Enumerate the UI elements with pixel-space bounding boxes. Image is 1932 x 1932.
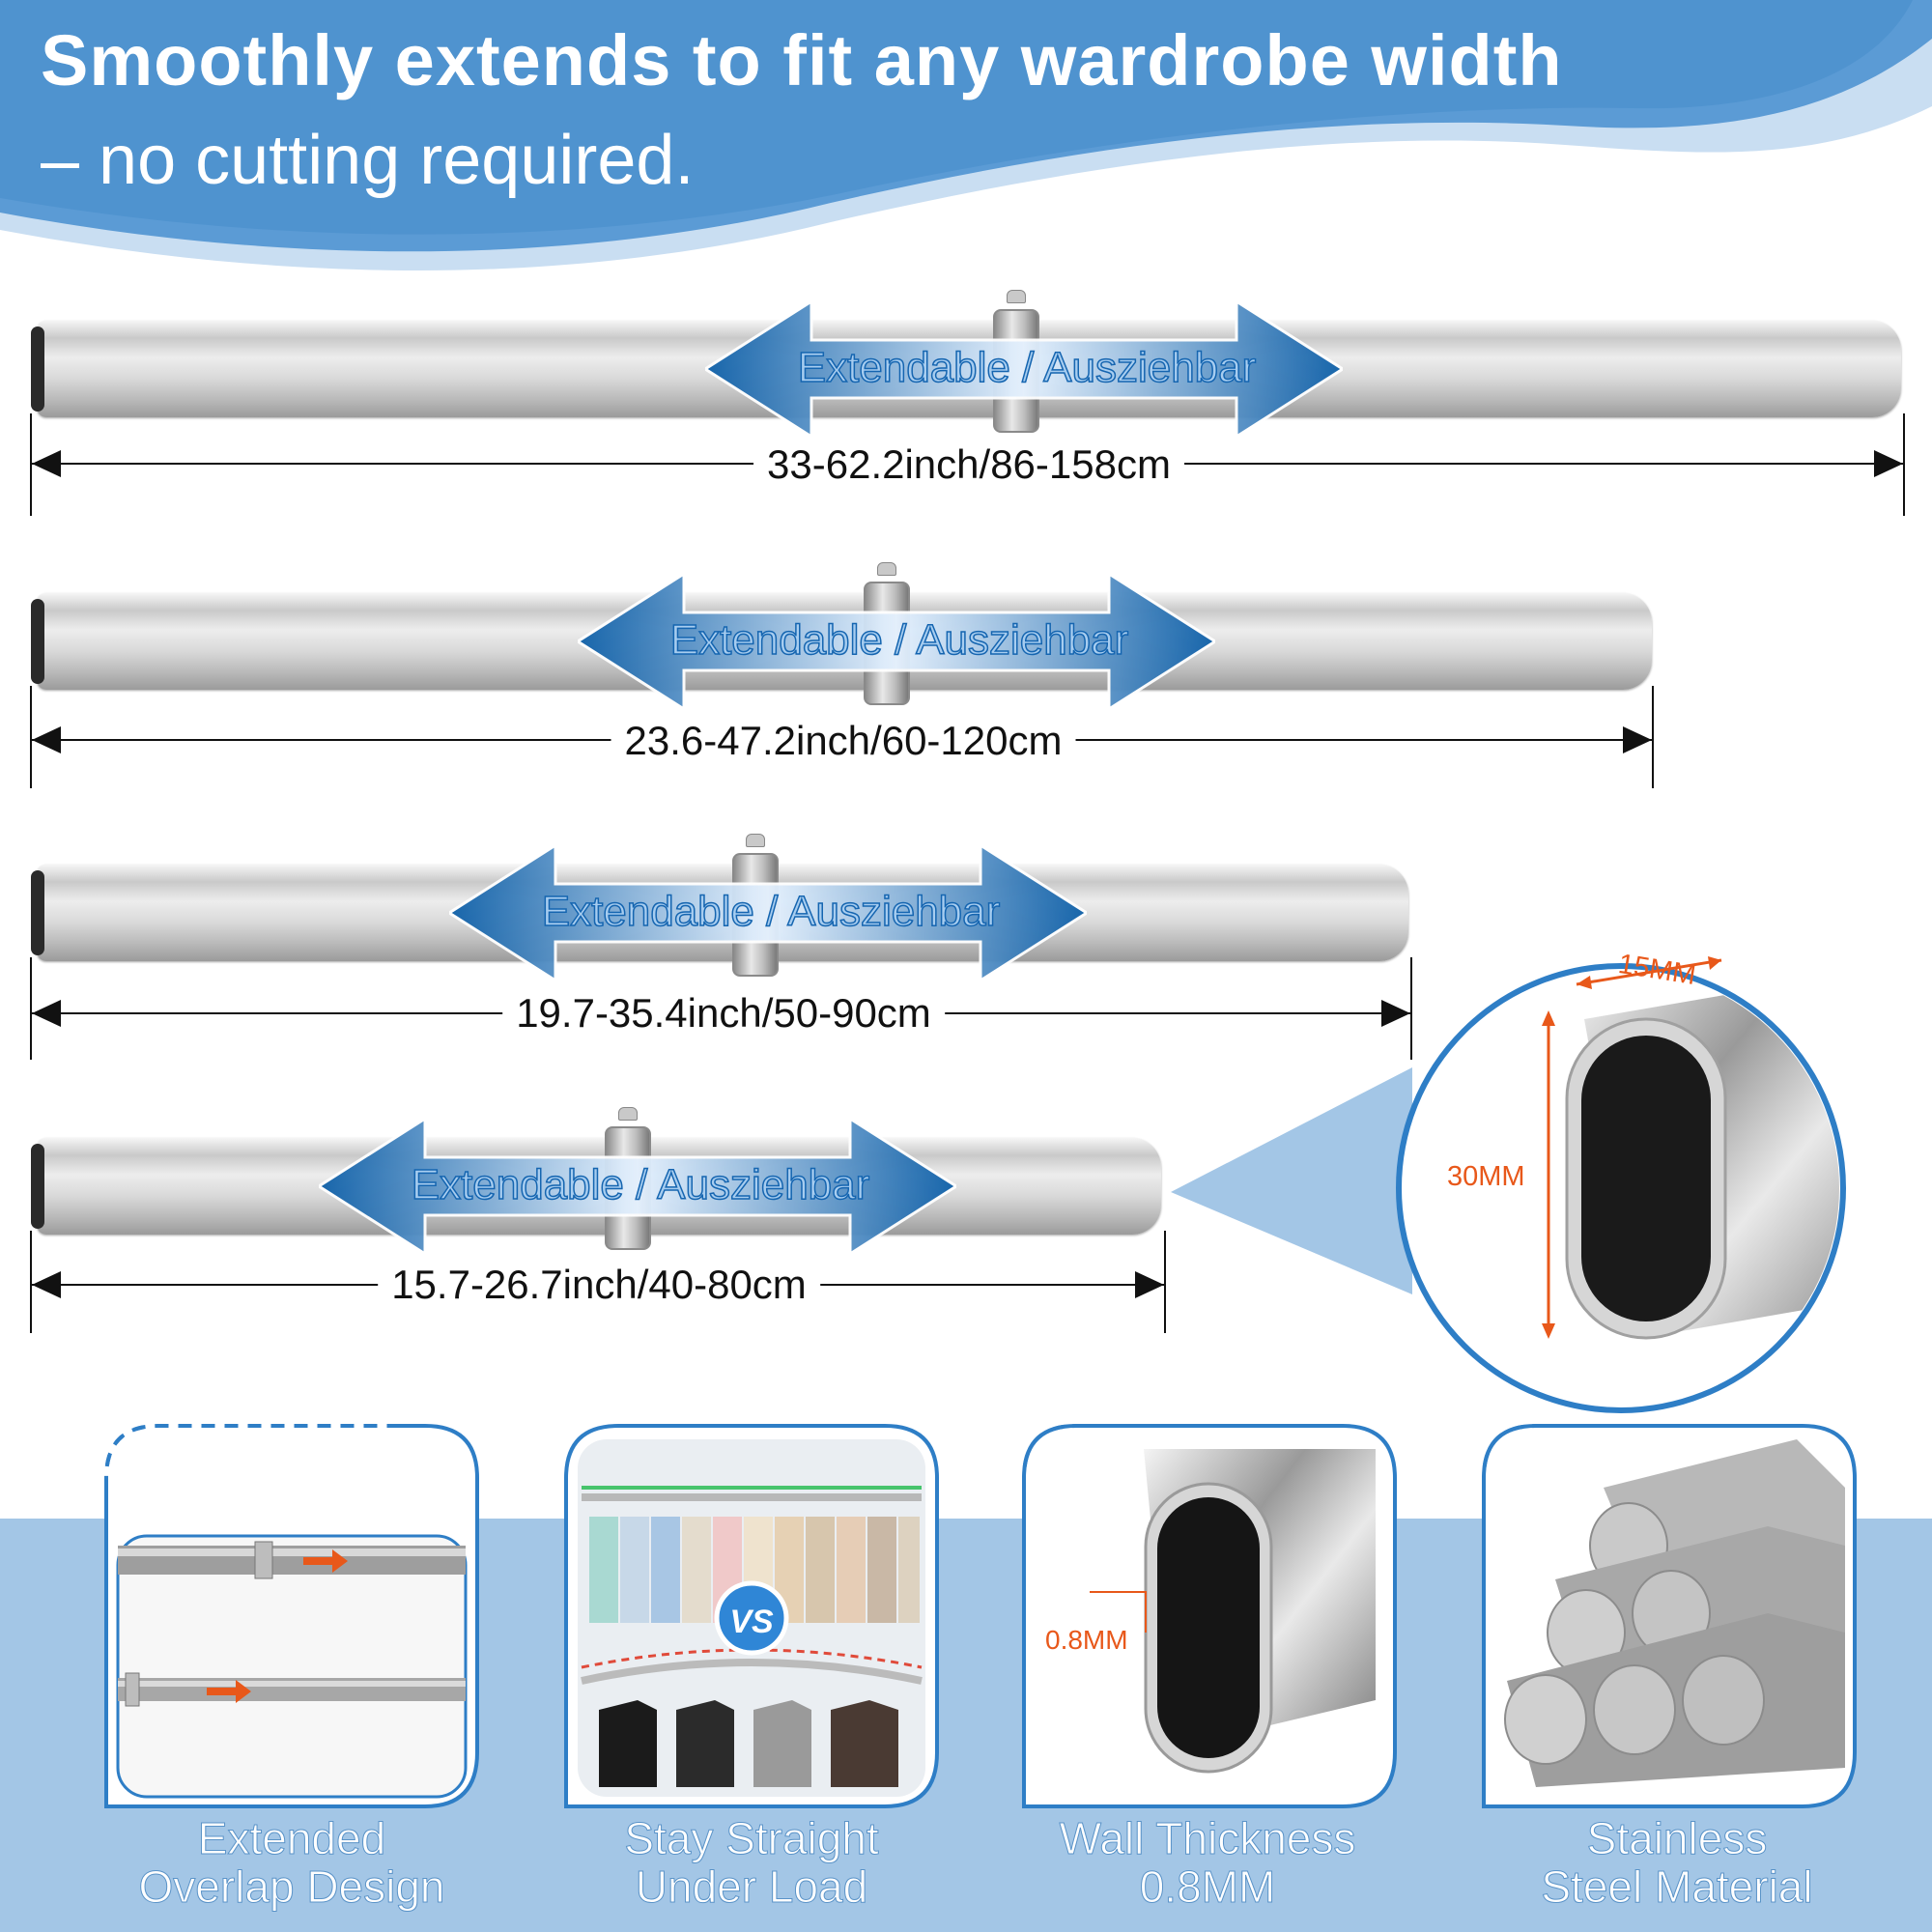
feature-card-overlap — [100, 1420, 483, 1812]
feature-caption: Stainless Steel Material — [1464, 1813, 1889, 1912]
caption-line: Under Load — [635, 1861, 868, 1912]
wall-thickness-label: 0.8MM — [1045, 1625, 1128, 1655]
dim-tick — [30, 686, 32, 788]
feature-caption: Wall Thickness 0.8MM — [995, 1813, 1420, 1912]
caption-line: 0.8MM — [1139, 1861, 1276, 1912]
caption-line: Stay Straight — [624, 1813, 879, 1863]
arrow-right-icon — [1381, 1000, 1410, 1027]
caption-line: Wall Thickness — [1059, 1813, 1356, 1863]
feature-caption: Stay Straight Under Load — [539, 1813, 964, 1912]
rod-end-cap-left — [31, 870, 44, 955]
headline: Smoothly extends to fit any wardrobe wid… — [41, 20, 1563, 100]
dim-tick — [1652, 686, 1654, 788]
stay-straight-image — [564, 1424, 939, 1808]
rod-end-cap-left — [31, 599, 44, 684]
arrow-left-icon — [32, 1271, 61, 1298]
rod-end-cap-left — [31, 327, 44, 412]
caption-line: Overlap Design — [138, 1861, 445, 1912]
dim-tick — [1164, 1231, 1166, 1333]
header-wave-banner — [0, 0, 1932, 270]
extendable-label: Extendable / Ausziehbar — [541, 887, 1001, 936]
caption-line: Extended — [197, 1813, 386, 1863]
subline: – no cutting required. — [41, 122, 695, 199]
rod-2: Extendable / Ausziehbar — [31, 562, 1652, 709]
arrow-left-icon — [32, 1000, 61, 1027]
overlap-design-image — [103, 1423, 479, 1808]
range-label: 23.6-47.2inch/60-120cm — [611, 718, 1076, 764]
dim-tick — [30, 413, 32, 516]
arrow-right-icon — [1135, 1271, 1164, 1298]
rod-3: Extendable / Ausziehbar — [31, 834, 1408, 980]
feature-card-straight: VS — [560, 1420, 943, 1812]
extendable-label: Extendable / Ausziehbar — [411, 1160, 870, 1209]
collar-pin-icon — [618, 1107, 638, 1121]
feature-card-wall: 0.8MM — [1018, 1420, 1401, 1812]
height-label: 30MM — [1447, 1161, 1525, 1192]
double-arrow-icon — [705, 301, 1343, 437]
arrow-left-icon — [32, 450, 61, 477]
vs-badge: VS — [729, 1604, 774, 1640]
dim-tick — [1903, 413, 1905, 516]
dim-tick — [30, 1231, 32, 1333]
wall-thickness-image — [1022, 1424, 1397, 1808]
feature-card-steel — [1478, 1420, 1861, 1812]
double-arrow-icon — [449, 845, 1087, 980]
double-arrow-icon — [319, 1119, 956, 1254]
rod-1: Extendable / Ausziehbar — [31, 290, 1901, 437]
rod-4: Extendable / Ausziehbar — [31, 1107, 1161, 1254]
dim-tick — [1410, 957, 1412, 1060]
rod-end-cap-left — [31, 1144, 44, 1229]
arrow-right-icon — [1623, 726, 1652, 753]
dim-tick — [30, 957, 32, 1060]
collar-pin-icon — [1007, 290, 1026, 303]
caption-line: Steel Material — [1541, 1861, 1813, 1912]
collar-pin-icon — [877, 562, 896, 576]
stainless-steel-image — [1482, 1424, 1857, 1808]
range-label: 19.7-35.4inch/50-90cm — [502, 990, 945, 1037]
range-label: 15.7-26.7inch/40-80cm — [378, 1262, 820, 1308]
caption-line: Stainless — [1586, 1813, 1768, 1863]
feature-caption: Extended Overlap Design — [79, 1813, 504, 1912]
extendable-label: Extendable / Ausziehbar — [797, 343, 1257, 392]
collar-pin-icon — [746, 834, 765, 847]
arrow-left-icon — [32, 726, 61, 753]
double-arrow-icon — [578, 574, 1215, 709]
arrow-right-icon — [1874, 450, 1903, 477]
extendable-label: Extendable / Ausziehbar — [669, 615, 1129, 665]
range-label: 33-62.2inch/86-158cm — [753, 441, 1184, 488]
